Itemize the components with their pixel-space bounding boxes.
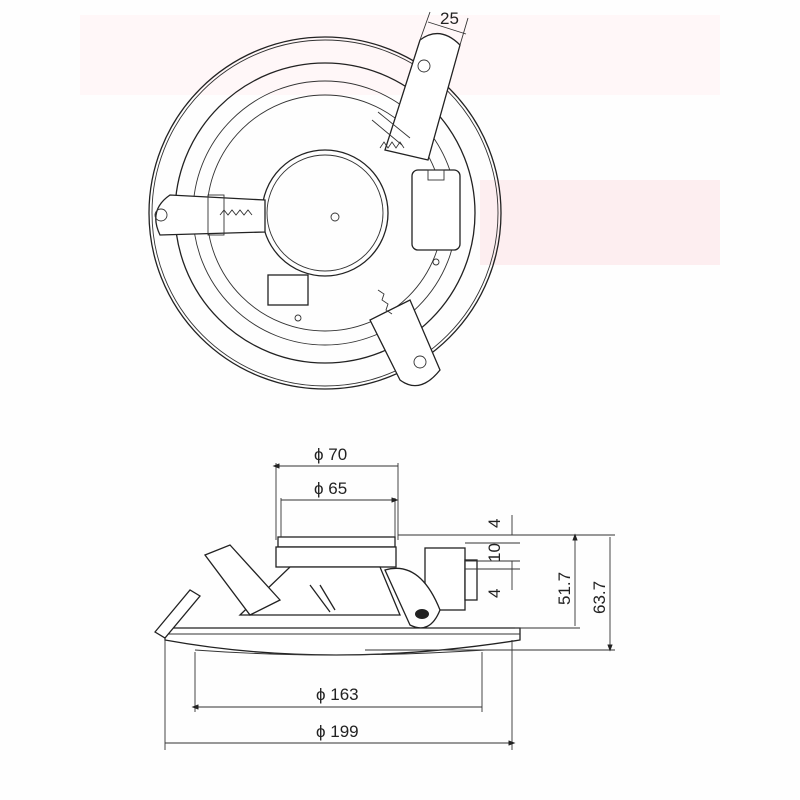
terminal-block: [411, 169, 461, 251]
dust-cap-outer: [261, 149, 389, 277]
dim-10: 10: [485, 543, 504, 562]
clamp-left-side: [203, 544, 282, 616]
outer-rim-inner: [151, 39, 499, 387]
wire-terminal: [267, 274, 309, 306]
clamp-bottom: [369, 289, 441, 387]
dim-tab-width: 25: [419, 9, 469, 46]
dim-4-top: 4: [485, 519, 504, 528]
magnet-ring: [275, 546, 397, 568]
terminal-side-tab: [464, 559, 478, 601]
screw-hole: [294, 314, 302, 322]
watermark-band-top: [80, 15, 720, 95]
dim-phi-163: ϕ 163: [316, 685, 359, 704]
dim-phi-70: ϕ 70: [314, 445, 347, 464]
dim-phi-65: ϕ 65: [314, 479, 347, 498]
clamp-left: [154, 194, 266, 236]
dim-4-bottom: 4: [485, 589, 504, 598]
dim-51-7: 51.7: [555, 572, 574, 605]
dim-label-25: 25: [440, 9, 459, 28]
magnet-top: [277, 536, 396, 548]
center-hole: [330, 212, 340, 222]
screw-hole: [432, 258, 440, 266]
dim-63-7: 63.7: [590, 581, 609, 614]
outer-rim: [148, 36, 502, 390]
dust-cap: [266, 154, 384, 272]
dimensions: ϕ 70 ϕ 65 4 10 4 51.7 63.7 ϕ 163 ϕ 199: [164, 445, 615, 750]
side-view: [154, 536, 521, 656]
clamp-hole: [415, 609, 429, 619]
dim-phi-199: ϕ 199: [316, 722, 359, 741]
watermark-band: [480, 180, 720, 265]
clamp-arm: [154, 589, 201, 639]
terminal-tab: [427, 169, 445, 181]
top-view: [148, 33, 502, 390]
